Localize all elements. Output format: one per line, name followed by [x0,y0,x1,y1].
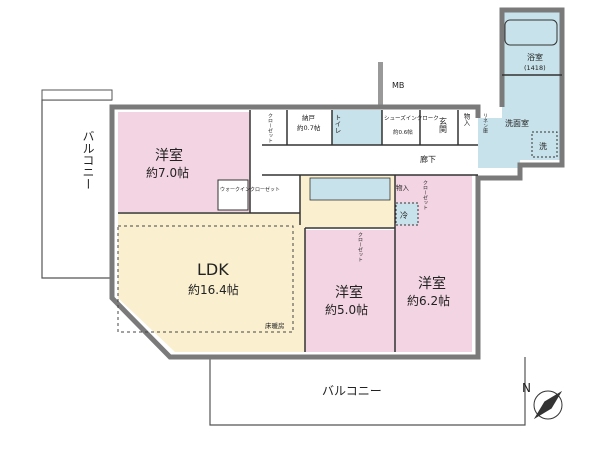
compass-icon [533,390,563,420]
fridge-space [395,202,419,226]
storage-in-entrance: 物入 [462,112,470,127]
western3-size: 約6.2帖 [407,293,450,308]
toilet [332,110,382,145]
bath-name: 浴室 [527,52,543,62]
shoes-size: 約0.6帖 [393,128,413,136]
storage-name: 納戸 [302,113,316,122]
balcony-bottom: バルコニー [209,357,526,426]
floor-heating-area [117,225,294,333]
ldk-name: LDK [197,260,229,279]
shoes-name: シューズインクローク [384,114,439,122]
storage-size: 約0.7帖 [297,123,321,132]
closet-label-1: クローゼット [267,113,273,143]
room-western-6 [395,175,472,352]
walkin-closet [217,179,249,211]
mb-label: MB [392,81,404,90]
walls [109,7,565,360]
room-ldk [118,213,305,352]
closet-label-3: クローゼット [357,232,363,262]
balcony-left-label: バルコニー [81,130,95,190]
fridge-label: 冷 [400,210,408,220]
walkin-label: ウォークインクローゼット [220,186,280,193]
ldk-size: 約16.4帖 [188,282,239,297]
bath-wash-area [478,12,562,168]
mb-wall [378,62,383,107]
balcony-bottom-label: バルコニー [322,384,382,398]
bathtub [504,19,558,46]
western1-size: 約7.0帖 [146,165,189,180]
inner-walls [118,74,562,352]
washroom-label: 洗面室 [505,118,529,128]
toilet-label: トイレ [333,114,341,134]
hallway-label: 廊下 [420,154,436,164]
compass-label: N [522,381,531,395]
western2-size: 約5.0帖 [325,302,368,317]
western2-name: 洋室 [335,284,363,301]
closet-label-2: クローゼット [422,180,428,210]
linen-label: リネン庫 [482,113,488,134]
room-western-5 [305,230,395,352]
western1-name: 洋室 [155,147,183,164]
kitchen-counter [309,177,391,201]
western3-name: 洋室 [418,275,446,292]
washer-space [531,131,558,158]
bath-size: (1418) [524,64,546,72]
storage-in-hall: 物入 [396,183,410,192]
ldk-note: 床暖房 [265,321,285,330]
balcony-left: バルコニー [41,89,113,279]
entrance-label: 玄関 [439,116,448,134]
washer-label: 洗 [539,141,547,151]
